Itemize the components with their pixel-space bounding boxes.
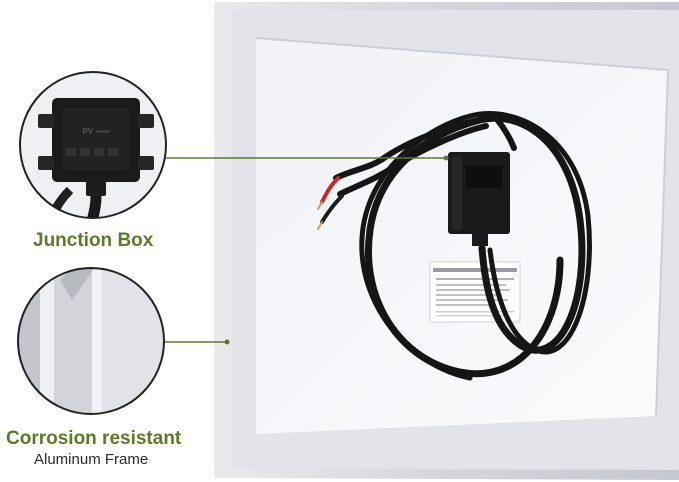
junction-box-zoom-circle: PV ▪▪▪▪▪: [19, 71, 167, 219]
junction-box: [448, 152, 510, 246]
wire-leads: [317, 176, 344, 230]
aluminum-frame-subtitle: Aluminum Frame: [34, 451, 149, 468]
coiled-cable: [333, 111, 592, 381]
aluminum-frame-zoom-circle: [17, 267, 165, 415]
solar-panel: [214, 2, 679, 480]
corrosion-resistant-title: Corrosion resistant: [6, 428, 182, 449]
svg-text:PV ▪▪▪▪▪: PV ▪▪▪▪▪: [82, 127, 109, 136]
callout-leader-lines: [164, 155, 449, 345]
junction-box-title: Junction Box: [33, 230, 154, 251]
